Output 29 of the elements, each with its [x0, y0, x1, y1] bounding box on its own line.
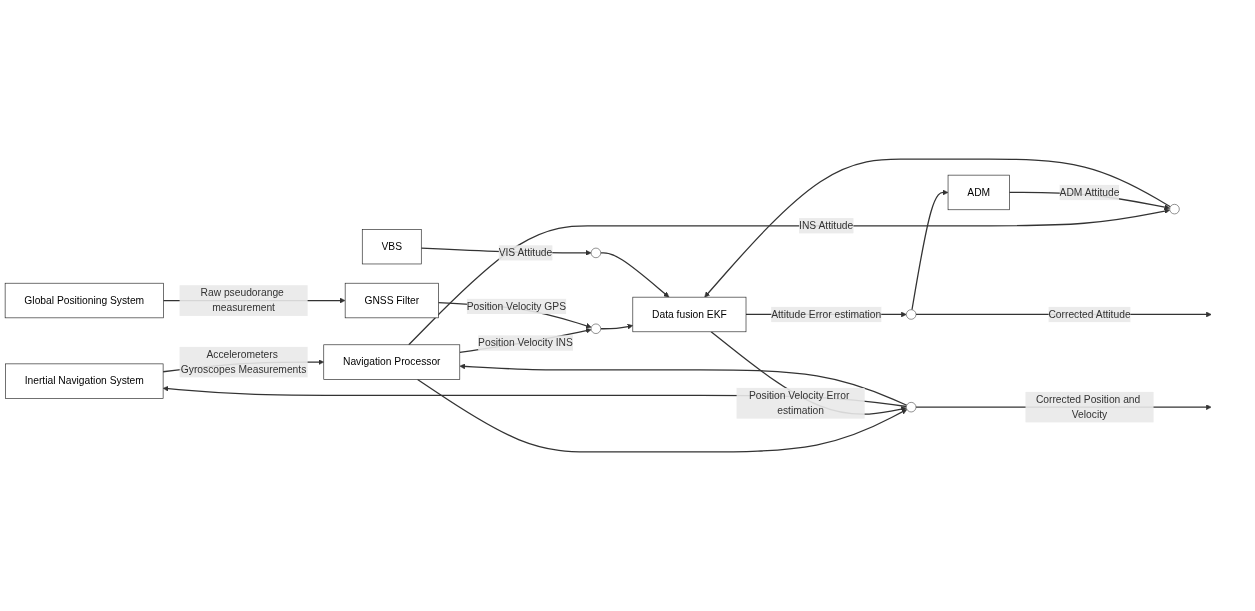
node-circle [906, 402, 917, 413]
edge-label: Raw pseudorange measurement [200, 287, 284, 314]
arrow [911, 189, 949, 311]
node-circle [1169, 204, 1180, 215]
edge-label: Position Velocity GPS [466, 300, 567, 312]
arrow [459, 363, 908, 406]
edge-label: Corrected Attitude [1048, 308, 1131, 320]
node-circle [906, 309, 917, 320]
edge-label: Attitude Error estimation [771, 308, 882, 320]
edge-label: Corrected Position and Velocity [1035, 393, 1141, 420]
edge-label: VIS Attitude [498, 247, 553, 259]
node-box: ADM [947, 174, 1010, 211]
edge-label: INS Attitude [799, 220, 854, 231]
arrow [408, 208, 1171, 346]
arrow [600, 323, 634, 330]
node-box: GNSS Filter [344, 282, 439, 319]
edge-label: ADM Attitude [1059, 186, 1120, 198]
node-box: Data fusion EKF [632, 296, 747, 333]
node-circle [590, 247, 602, 259]
node-box: Global Positioning System [4, 282, 164, 319]
node-circle [590, 323, 602, 334]
edge-label: Accelerometers Gyroscopes Measurements [180, 348, 307, 375]
edge-label: Position Velocity Error estimation [748, 389, 850, 417]
node-box: Inertial Navigation System [5, 363, 164, 399]
edge-label: Position Velocity INS [478, 337, 573, 349]
node-box: Navigation Processor [323, 344, 461, 380]
node-box: VBS [361, 229, 422, 265]
arrow [416, 378, 908, 453]
arrow [600, 252, 670, 298]
